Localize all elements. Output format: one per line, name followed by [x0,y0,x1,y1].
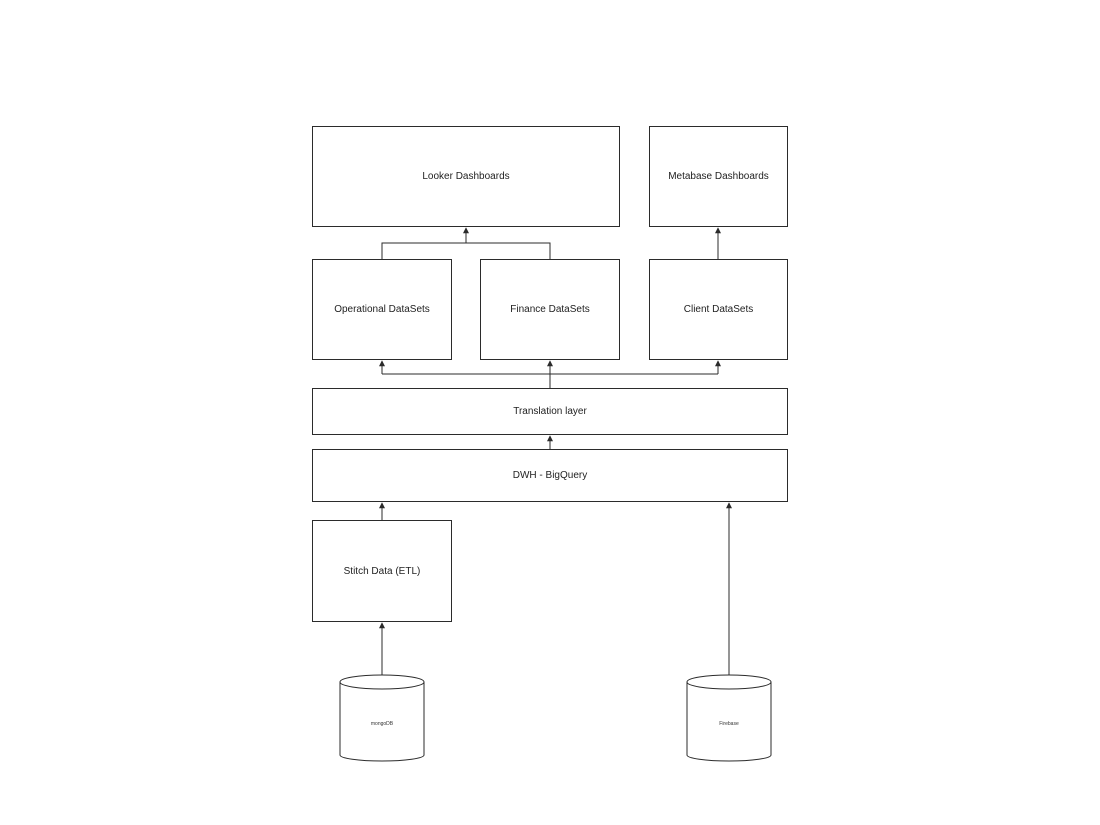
node-operational-datasets[interactable]: Operational DataSets [312,259,452,360]
node-dwh-label: DWH - BigQuery [512,470,588,481]
node-looker-label: Looker Dashboards [422,171,510,182]
node-operational-label: Operational DataSets [334,304,430,315]
node-client-datasets[interactable]: Client DataSets [649,259,788,360]
node-dwh-bigquery[interactable]: DWH - BigQuery [312,449,788,502]
firebase-label: Firebase [719,721,739,727]
node-metabase-dashboards[interactable]: Metabase Dashboards [649,126,788,227]
node-stitch-data[interactable]: Stitch Data (ETL) [312,520,452,622]
node-translation-label: Translation layer [513,406,587,417]
node-metabase-label: Metabase Dashboards [668,171,769,182]
mongodb-cylinder [339,674,425,762]
node-finance-datasets[interactable]: Finance DataSets [480,259,620,360]
firebase-cylinder [686,674,772,762]
connector-operational-to-looker [381,242,551,259]
mongodb-label: mongoDB [370,721,394,727]
node-stitch-label: Stitch Data (ETL) [343,565,421,577]
node-looker-dashboards[interactable]: Looker Dashboards [312,126,620,227]
node-translation-layer[interactable]: Translation layer [312,388,788,435]
node-client-label: Client DataSets [683,304,754,315]
node-finance-label: Finance DataSets [510,304,590,315]
